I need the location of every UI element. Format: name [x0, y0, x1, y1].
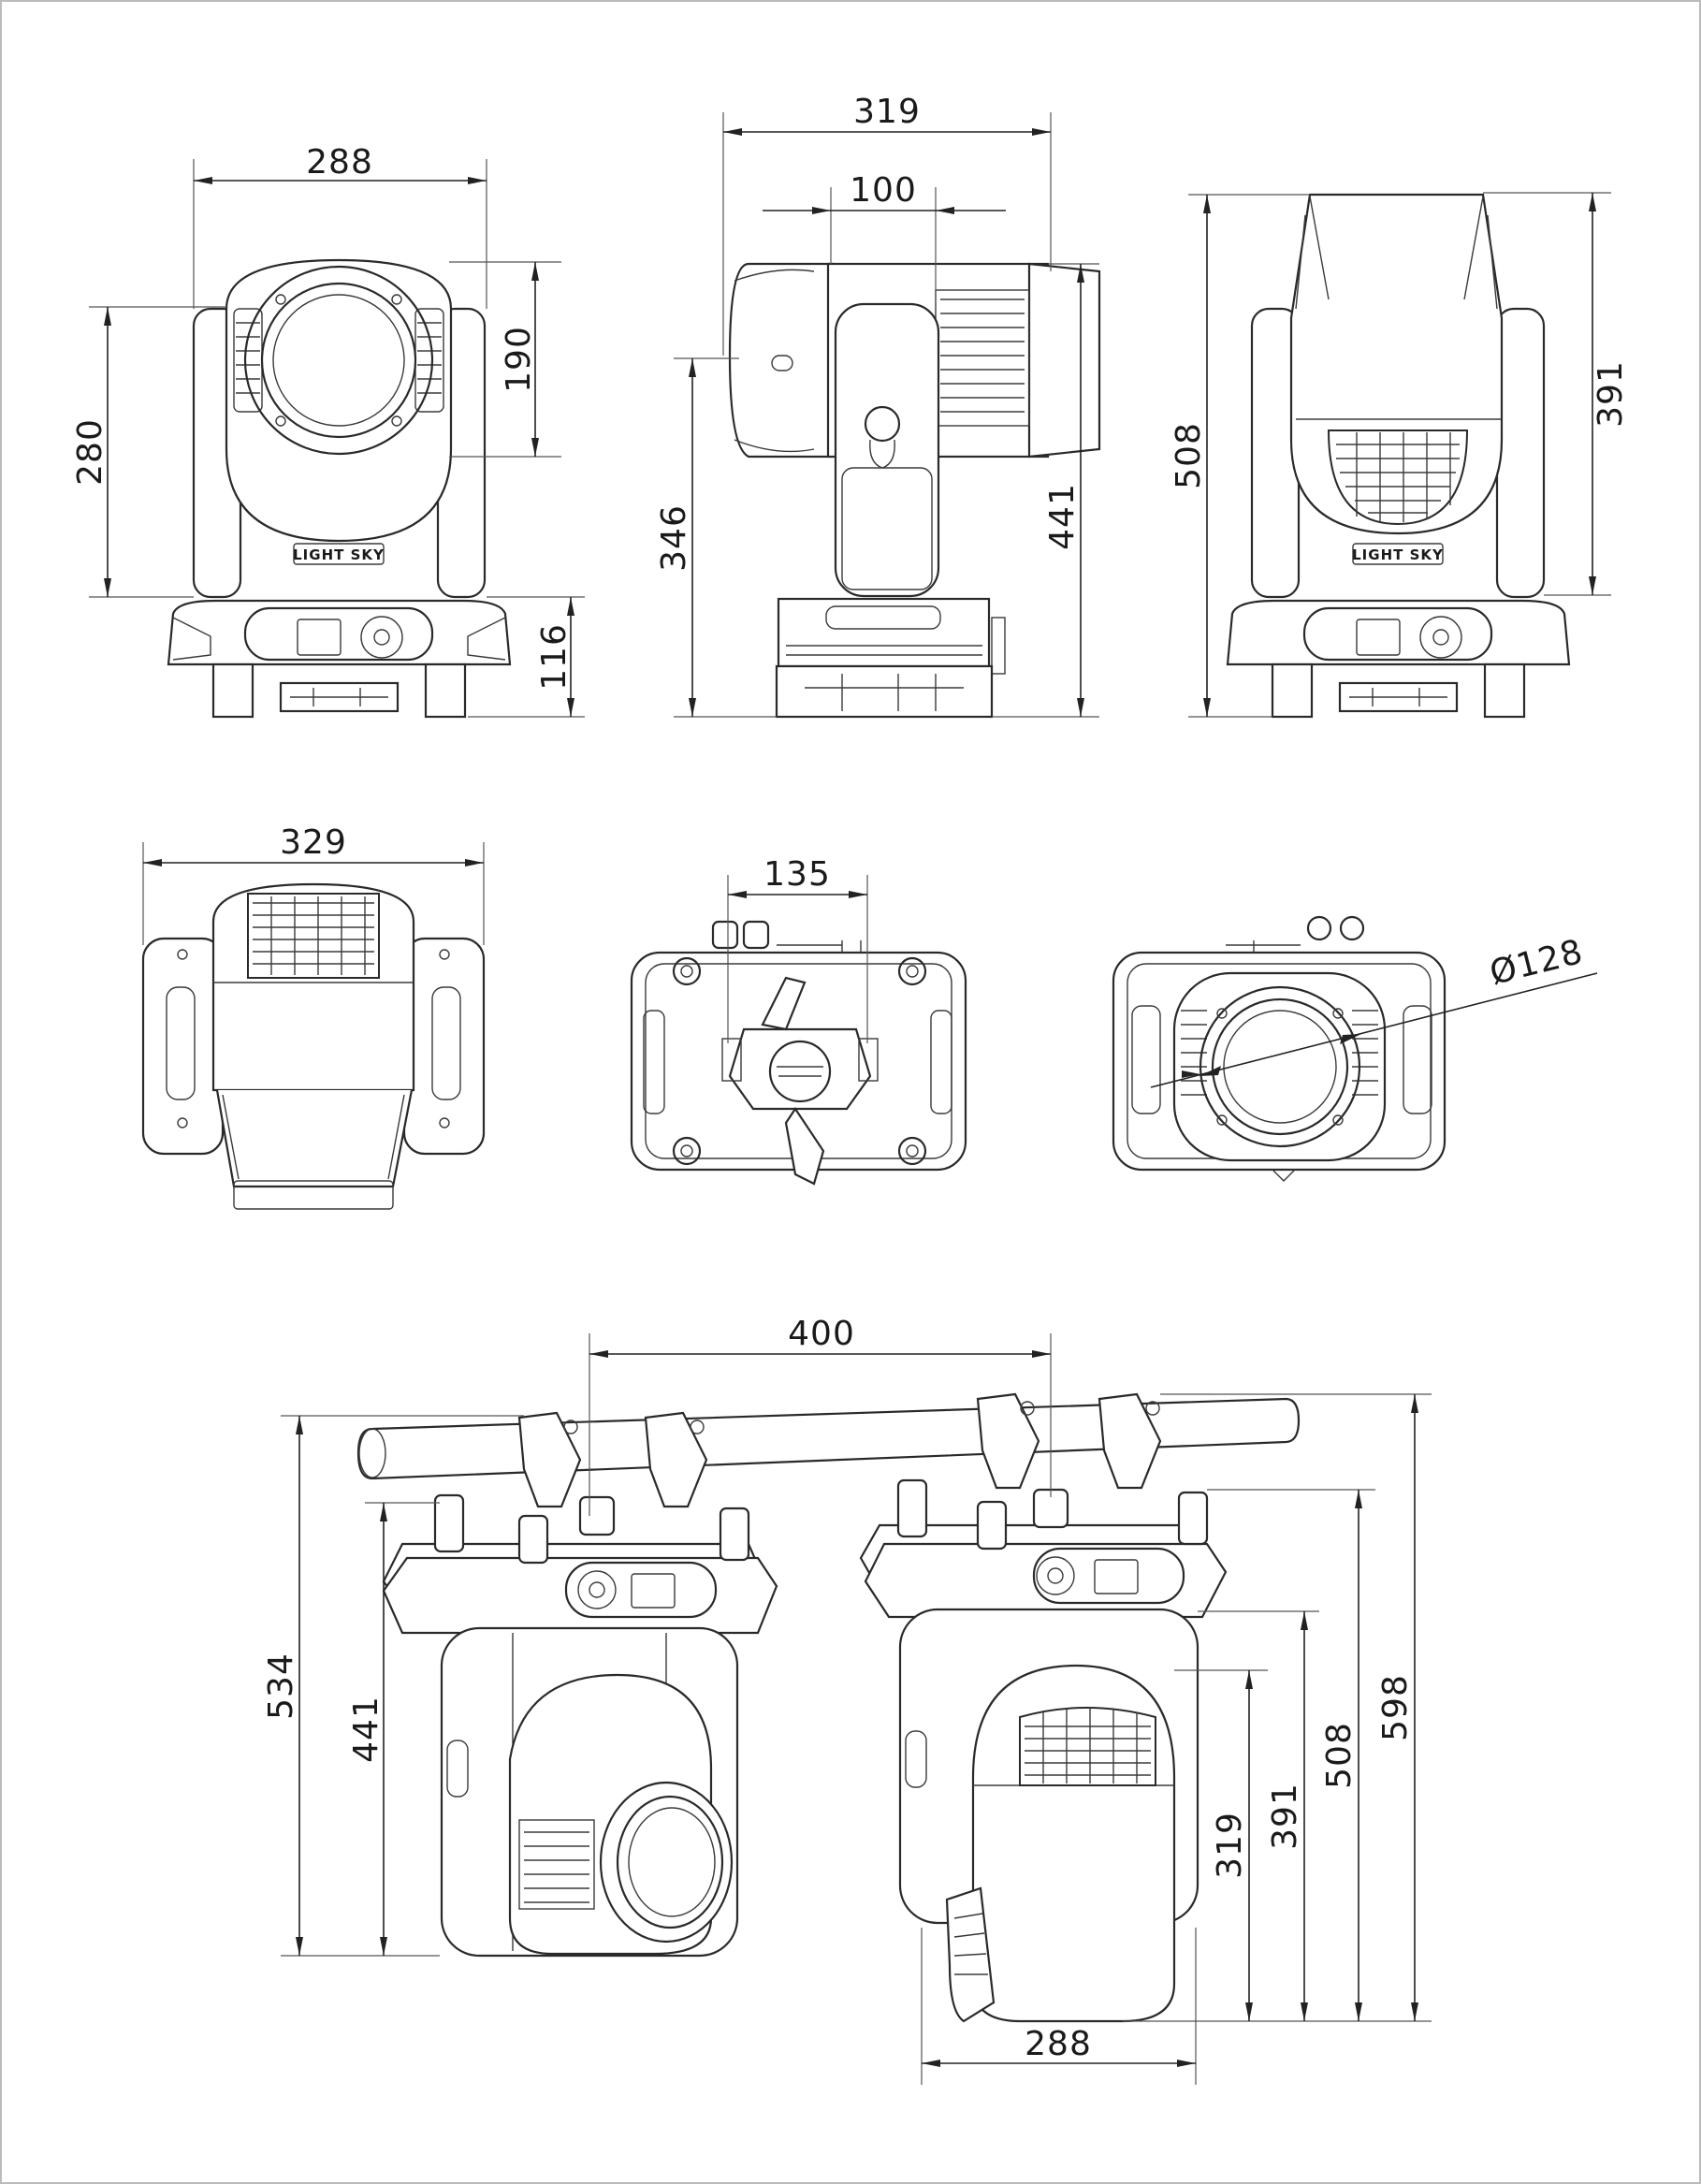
bottom-view: 135	[630, 855, 967, 1186]
dim-side-lens-offset: 100	[850, 171, 917, 210]
dim-side-tilt-height: 346	[655, 504, 693, 572]
back-view: LIGHT SKY 508 391	[1170, 192, 1630, 719]
dim-hanging-left-total: 534	[262, 1653, 300, 1720]
dim-bottom-clamp-spacing: 135	[763, 855, 831, 894]
dim-hanging-right-head: 391	[1266, 1783, 1304, 1850]
dim-base-height: 116	[535, 623, 574, 691]
dim-hanging-right-lower: 319	[1211, 1812, 1249, 1879]
hanging-left-unit: 534 441	[262, 1411, 778, 1958]
dim-hanging-right-width: 288	[1025, 2025, 1092, 2063]
dim-hanging-clamp-spacing: 400	[788, 1315, 855, 1353]
dim-back-head-height: 391	[1592, 360, 1630, 428]
dim-side-total-height: 441	[1043, 483, 1082, 550]
dim-top-width: 329	[280, 823, 347, 862]
side-view: 319 100 346 441	[655, 93, 1101, 719]
dim-hanging-right-total: 598	[1376, 1674, 1415, 1741]
dim-front-height: 280	[71, 418, 109, 486]
dim-hanging-right-yoke: 508	[1320, 1722, 1359, 1789]
hanging-right-unit: 598 508 391 319 288	[859, 1392, 1432, 2085]
dim-hanging-left-body: 441	[347, 1696, 385, 1763]
lens-view: Ø128	[1112, 915, 1598, 1182]
dim-front-head-height: 190	[500, 326, 538, 393]
top-view: 329	[141, 823, 486, 1210]
dim-lens-diameter: Ø128	[1486, 933, 1587, 993]
front-view: LIGHT SKY 288 280 190 116	[71, 143, 585, 719]
hanging-views: 534 441	[262, 1315, 1432, 2085]
dim-front-width: 288	[306, 143, 373, 182]
dim-back-total-height: 508	[1170, 422, 1208, 489]
front-logo-text: LIGHT SKY	[293, 546, 385, 563]
dim-side-width: 319	[853, 93, 921, 131]
back-logo-text: LIGHT SKY	[1352, 546, 1444, 563]
